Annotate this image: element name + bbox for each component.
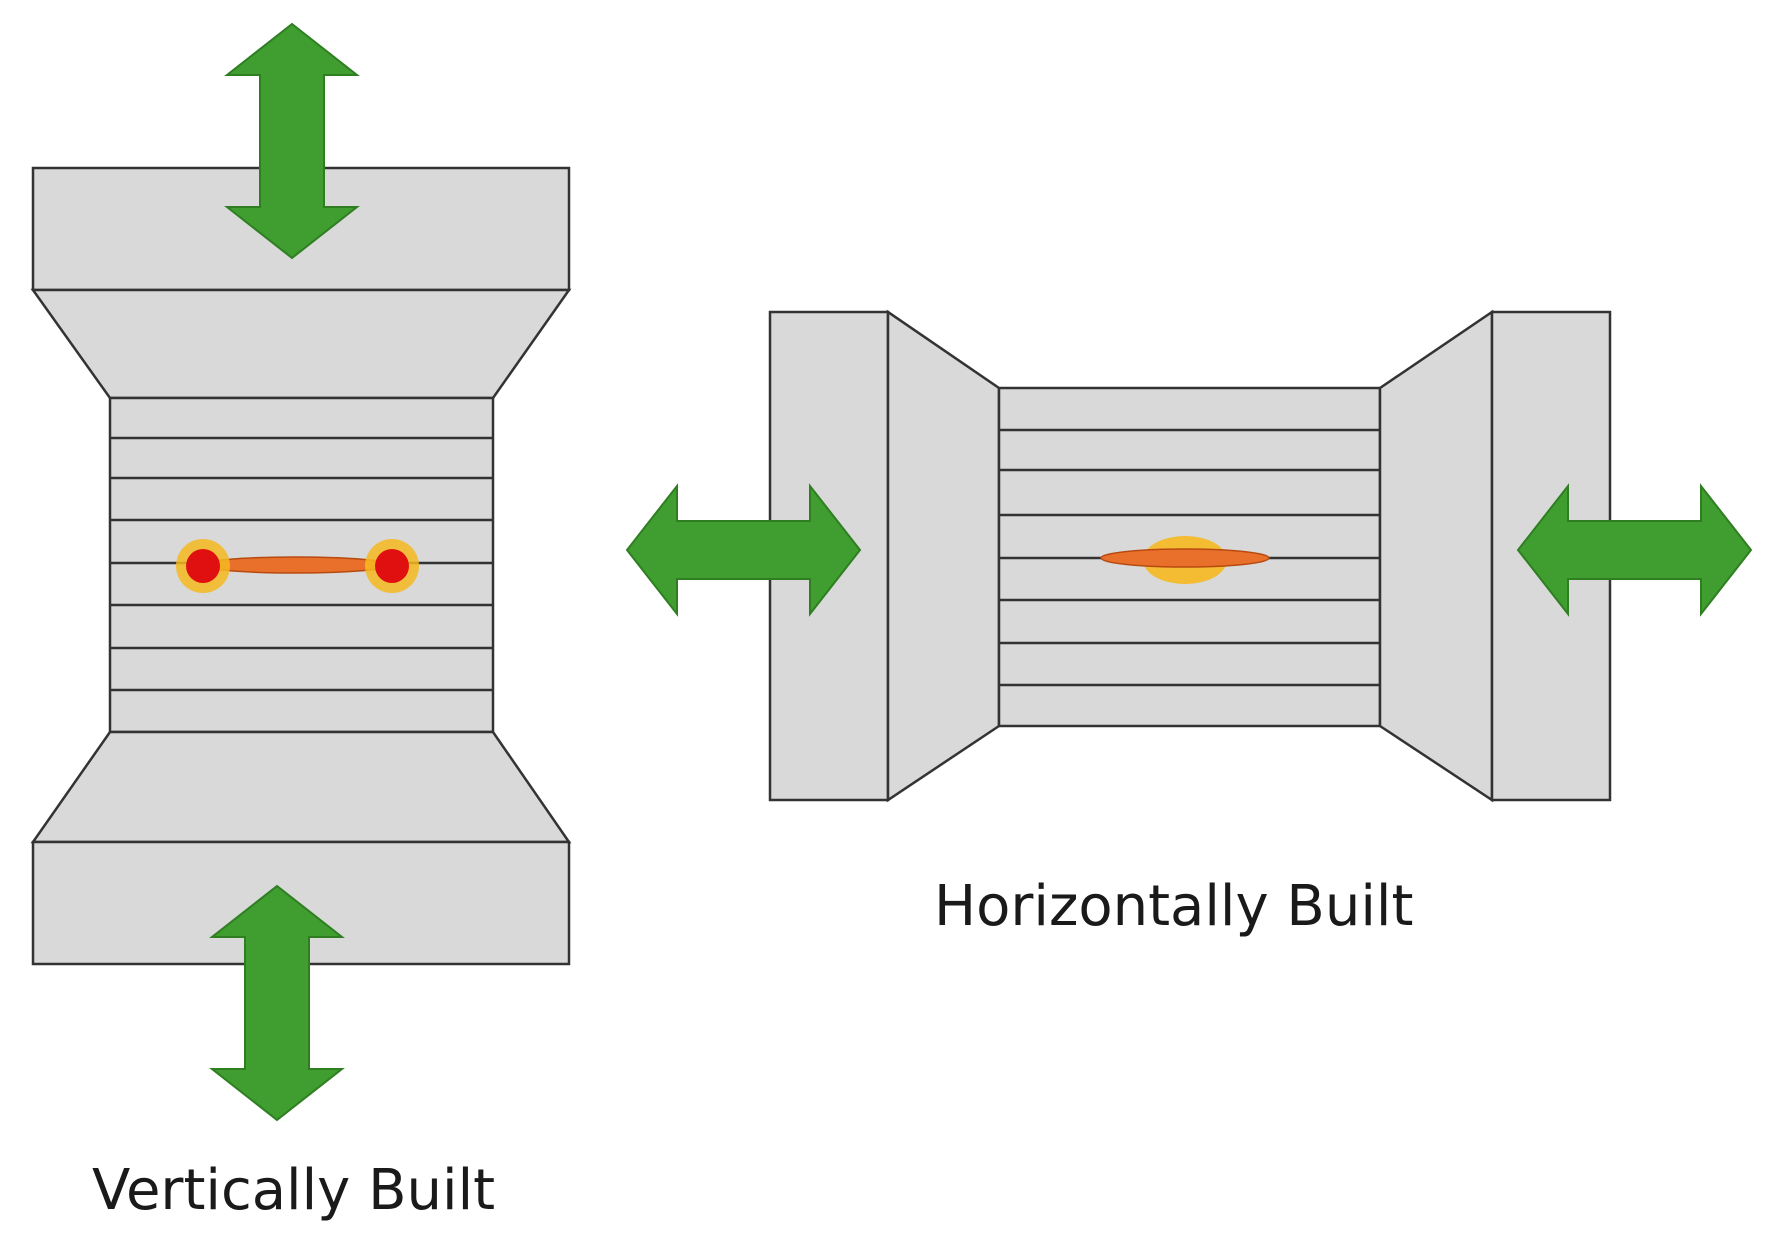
vertical-specimen (30, 22, 572, 1122)
double-arrow-icon (224, 22, 360, 260)
vertical-top-shoulder (30, 288, 572, 400)
vertical-defect (176, 539, 419, 593)
vertical-caption: Vertically Built (92, 1158, 496, 1223)
horizontal-specimen (625, 309, 1753, 803)
double-arrow-icon (209, 884, 345, 1122)
horizontal-defect (1100, 536, 1270, 584)
vertical-bottom-grip (31, 840, 571, 966)
horizontal-left-shoulder (886, 309, 1001, 803)
horizontal-layer-lines (999, 428, 1380, 687)
horizontal-caption: Horizontally Built (934, 874, 1414, 939)
vertical-bottom-shoulder (30, 730, 572, 844)
double-arrow-icon (1516, 483, 1753, 617)
double-arrow-icon (625, 483, 862, 617)
horizontal-right-shoulder (1378, 309, 1494, 803)
